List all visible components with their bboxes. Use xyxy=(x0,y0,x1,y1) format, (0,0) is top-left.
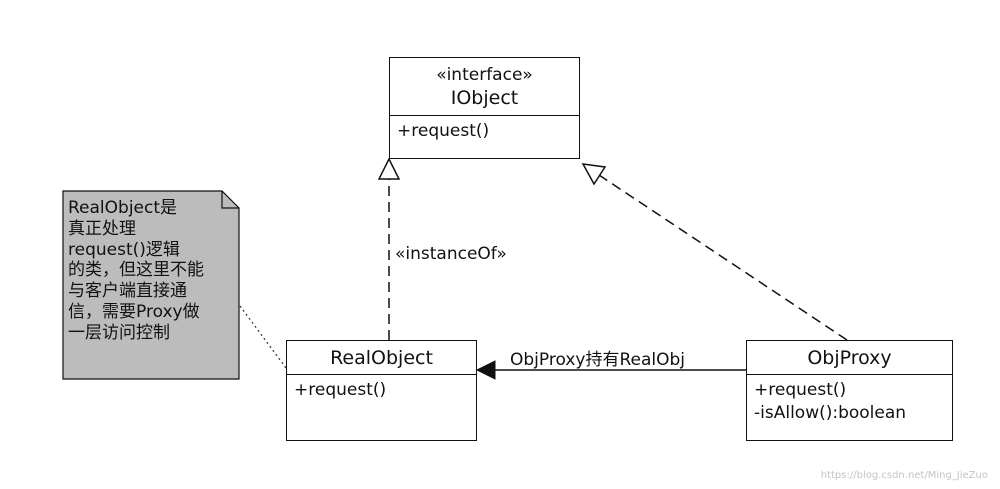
interface-operations: +request() xyxy=(390,116,579,147)
operation-request: +request() xyxy=(754,380,847,400)
realobject-operations: +request() xyxy=(287,375,476,406)
class-realobject: RealObject +request() xyxy=(286,340,477,441)
interface-iobject: «interface» IObject +request() xyxy=(389,57,580,159)
interface-name: IObject xyxy=(450,86,519,109)
class-objproxy: ObjProxy +request() -isAllow():boolean xyxy=(746,340,953,441)
note-shape xyxy=(62,190,240,380)
objproxy-operations: +request() -isAllow():boolean xyxy=(747,375,952,429)
objproxy-name: ObjProxy xyxy=(807,346,892,369)
explanation-note: RealObject是 真正处理 request()逻辑 的类，但这里不能 与客… xyxy=(62,190,240,380)
note-anchor-line xyxy=(239,305,287,369)
operation-request: +request() xyxy=(294,380,387,400)
association-arrowhead xyxy=(475,360,496,380)
realization-arrowhead-objproxy xyxy=(581,163,607,186)
note-text: RealObject是 真正处理 request()逻辑 的类，但这里不能 与客… xyxy=(68,198,204,343)
realization-line-objproxy xyxy=(598,174,848,341)
watermark: https://blog.csdn.net/Ming_JieZuo xyxy=(820,470,988,481)
interface-stereotype: «interface» xyxy=(436,64,533,85)
objproxy-header: ObjProxy xyxy=(747,341,952,375)
operation-isallow: -isAllow():boolean xyxy=(754,403,907,423)
association-label: ObjProxy持有RealObj xyxy=(510,350,686,370)
operation-request: +request() xyxy=(397,121,490,141)
realization-arrowhead-realobject xyxy=(377,157,401,180)
realobject-header: RealObject xyxy=(287,341,476,375)
instanceof-label: «instanceOf» xyxy=(395,244,507,264)
realobject-name: RealObject xyxy=(330,346,433,369)
interface-header: «interface» IObject xyxy=(390,58,579,116)
